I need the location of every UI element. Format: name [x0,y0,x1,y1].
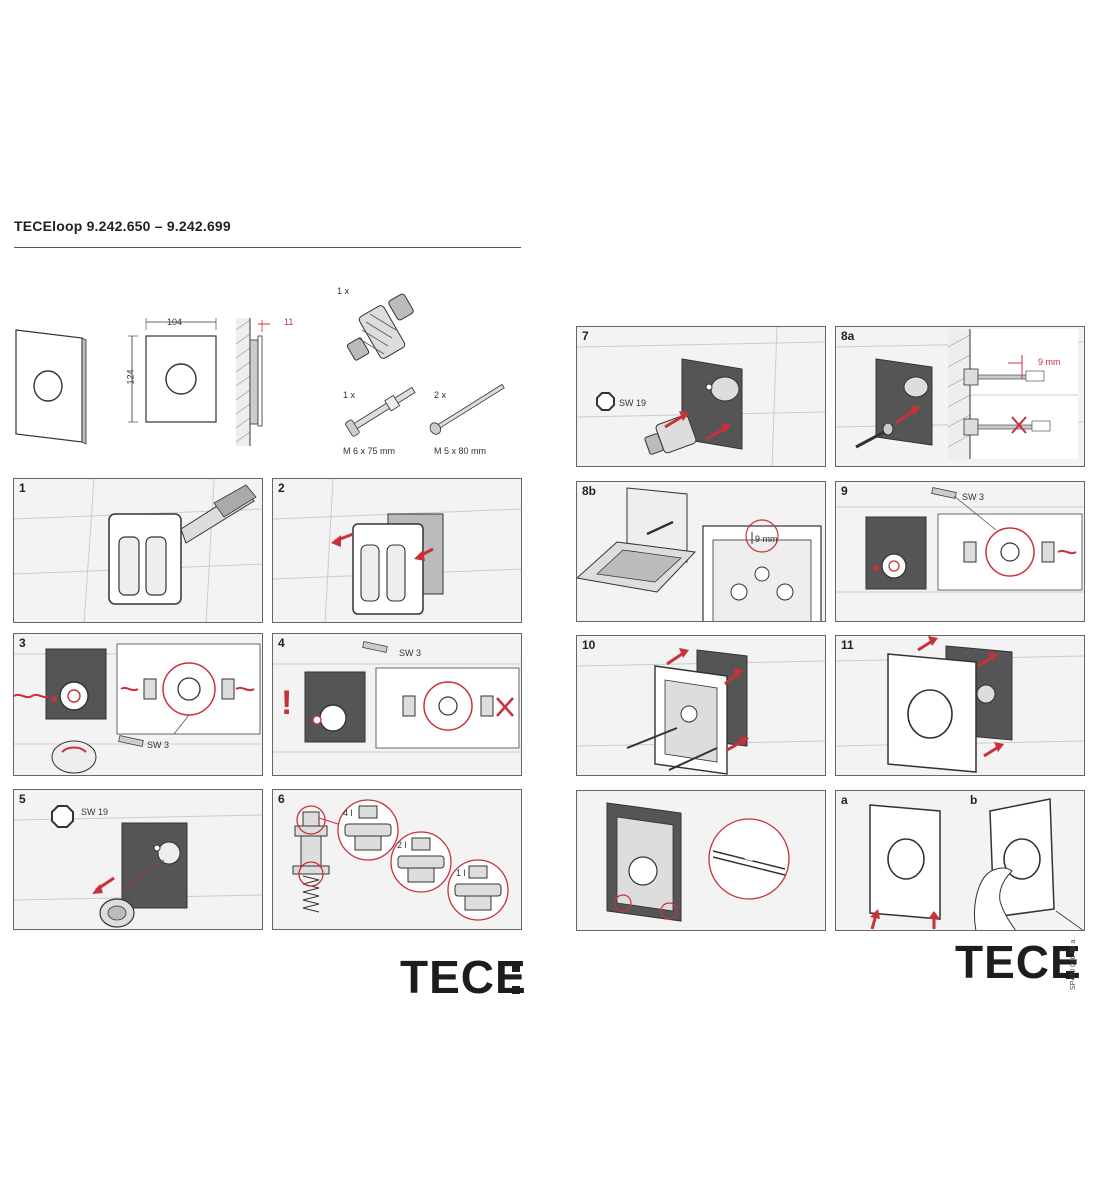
tece-logo-left: TECE [400,951,527,1003]
step-5-illustration [14,805,262,928]
step-9-panel: 9 SW 3 [835,481,1085,622]
step-6-4l: 4 l [343,808,353,818]
step-10-number: 10 [582,638,596,652]
title-rule [14,247,521,248]
step-11-number: 11 [841,638,854,652]
step-4-number: 4 [278,636,285,650]
step-7-panel: 7 SW 19 [576,326,826,467]
width-dimension: 104 [167,317,183,327]
step-5-sw19: SW 19 [81,807,109,817]
step-7-sw19: SW 19 [619,398,647,408]
screw-short-qty: 1 x [343,390,356,400]
step-7-illustration [577,327,825,466]
step-3-number: 3 [19,636,26,650]
step-3-sw3: SW 3 [147,740,170,750]
step-8b-panel: 8b 9 mm [576,481,826,622]
step-2-number: 2 [278,481,285,495]
step-10-illustration [577,648,825,775]
step-10-panel: 10 [576,635,826,776]
document-title: TECEloop 9.242.650 – 9.242.699 [14,218,231,234]
step-6-1l: 1 l [456,868,466,878]
step-7-number: 7 [582,329,589,343]
step-4-illustration [273,641,521,753]
step-a-label: a [841,793,848,807]
step-8b-number: 8b [582,484,597,498]
step-8a-panel: 8a 9 mm [835,326,1085,467]
step-11-panel: 11 [835,635,1085,776]
step-1-panel: 1 [13,478,263,623]
step-11-illustration [836,636,1084,773]
step-4-warning: ! [281,684,293,722]
screw-short-label: M 6 x 75 mm [343,446,396,456]
product-overview [15,318,270,446]
screw-long-qty: 2 x [434,390,447,400]
step-4-panel: 4 ! SW 3 [272,633,522,776]
step-8a-9mm: 9 mm [1038,357,1061,367]
depth-dimension: 11 [284,317,294,327]
step-9-illustration [836,487,1084,593]
height-dimension: 124 [125,369,136,385]
step-6-panel: 6 4 l 2 l 1 l [272,789,522,930]
removal-detail-panel [576,790,826,931]
step-6-illustration [292,799,509,921]
tece-logo-right: TECE [955,936,1082,988]
valve-qty: 1 x [337,286,350,296]
removal-detail-illustration [606,802,790,922]
step-3-illustration [14,643,262,774]
step-1-illustration [14,479,262,622]
screw-long-label: M 5 x 80 mm [434,446,487,456]
step-2-illustration [273,479,521,622]
step-b-label: b [970,793,978,807]
parts-illustration [345,293,505,437]
step-ab-panel: a b [835,790,1085,931]
step-3-panel: 3 SW 3 [13,633,263,776]
step-ab-illustration [869,798,1084,930]
step-2-panel: 2 [272,478,522,623]
step-1-number: 1 [19,481,26,495]
step-6-2l: 2 l [397,840,407,850]
step-9-number: 9 [841,484,848,498]
step-6-number: 6 [278,792,285,806]
step-4-sw3: SW 3 [399,648,422,658]
step-9-sw3: SW 3 [962,492,985,502]
step-8a-illustration [836,329,1084,459]
step-8b-illustration [577,487,822,621]
step-8a-number: 8a [841,329,855,343]
step-5-panel: 5 SW 19 [13,789,263,930]
step-8b-9mm: 9 mm [755,534,778,544]
document-code-text: SP430 026 00 a [1070,939,1077,990]
step-5-number: 5 [19,792,26,806]
